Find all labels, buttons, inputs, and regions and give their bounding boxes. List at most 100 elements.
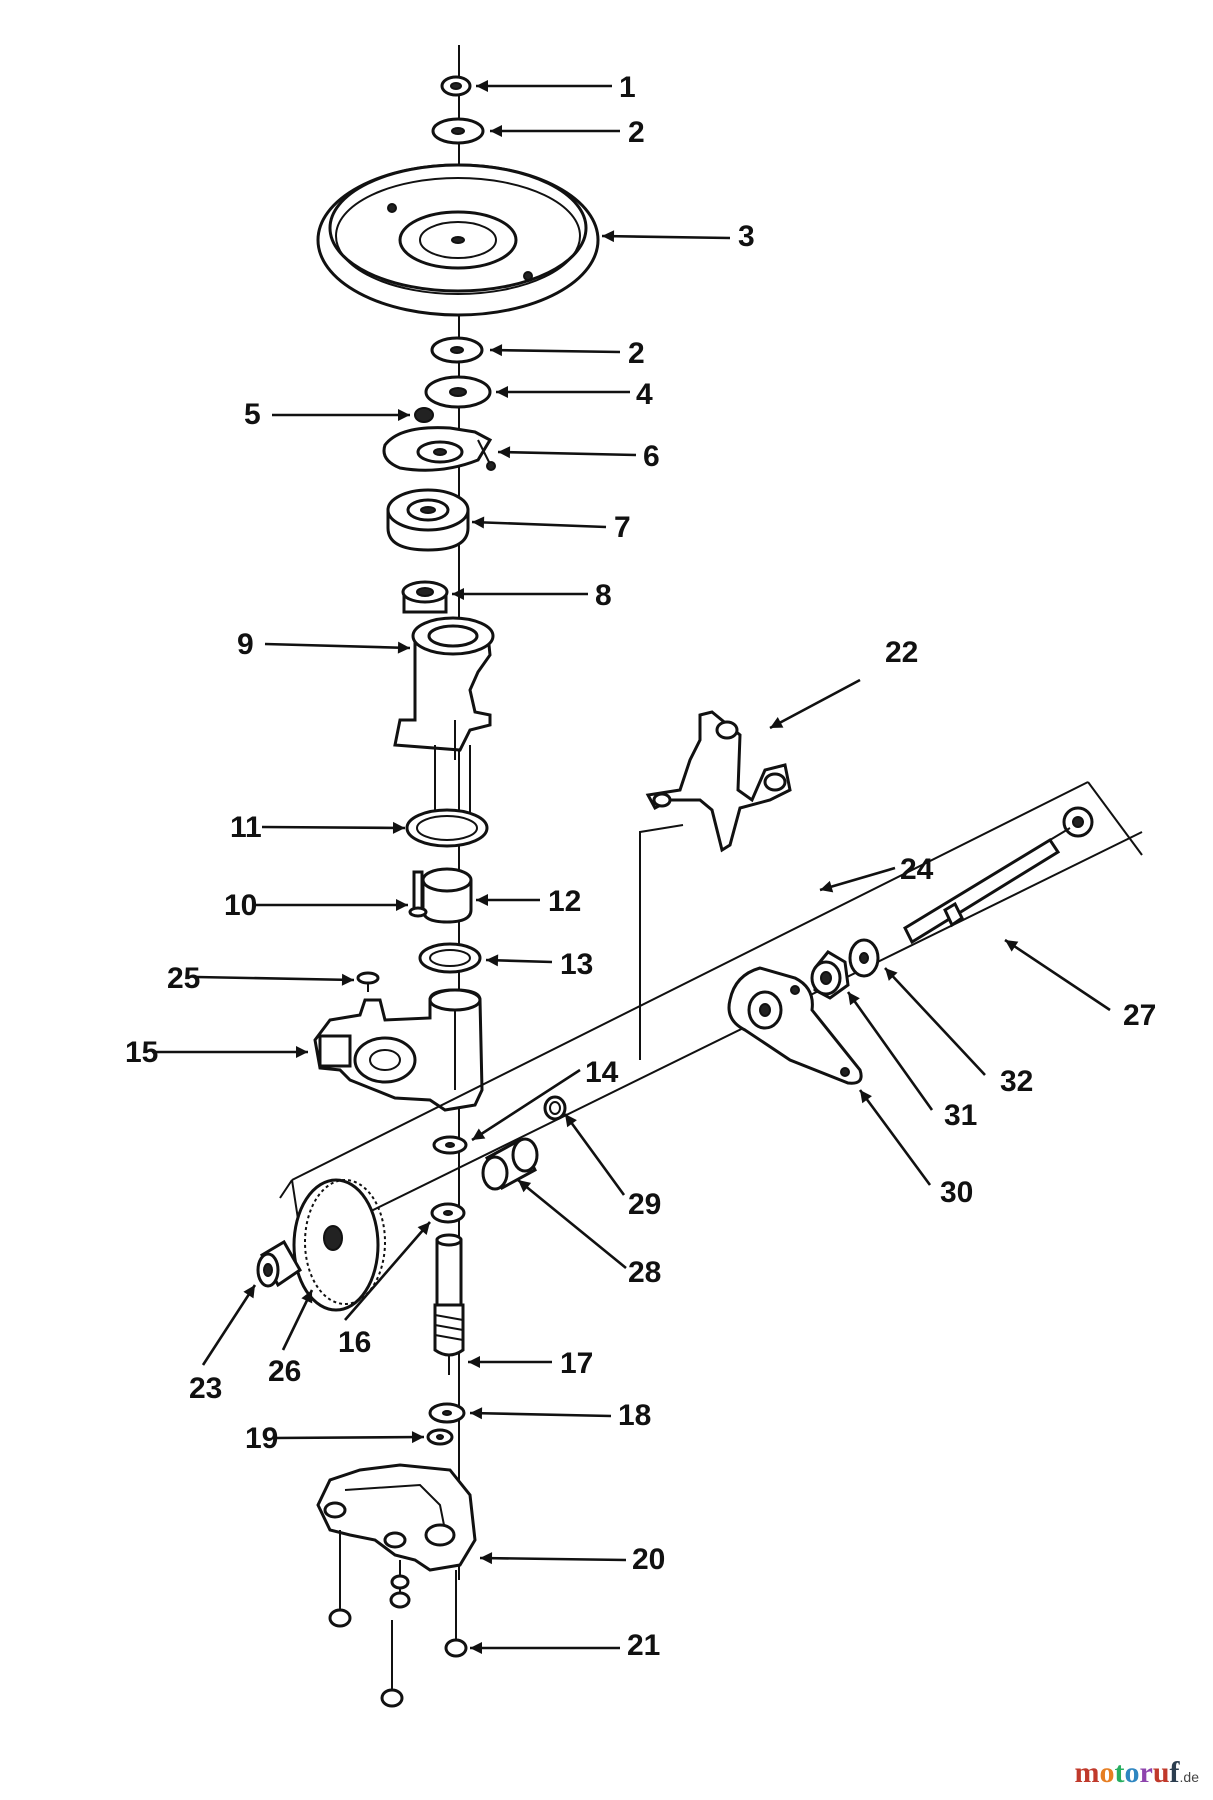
callout-labels: 1 2 3 2 4 5 6 7 8 9 22 11 24 10 12 25 13…	[125, 71, 1156, 1662]
watermark-f: f	[1169, 1756, 1180, 1789]
callout-24: 24	[900, 853, 934, 886]
leader-arrowhead-10	[770, 717, 784, 728]
callout-30: 30	[940, 1176, 973, 1209]
callout-13: 13	[560, 948, 593, 981]
leader-arrowhead-20	[472, 1128, 486, 1140]
leader-line-10	[769, 678, 861, 730]
part-17-worm-shaft	[433, 1233, 465, 1375]
part-22-mounting-bracket	[645, 710, 792, 853]
part-12-sleeve	[421, 867, 473, 924]
part-23-bushing	[256, 1239, 302, 1288]
callout-12: 12	[548, 885, 581, 918]
leader-arrowhead-30	[411, 1431, 424, 1444]
part-1-nut	[440, 75, 472, 97]
leader-line-15	[195, 975, 355, 982]
callout-15: 15	[125, 1036, 158, 1069]
callout-5: 5	[244, 398, 261, 431]
part-14-washer	[432, 1135, 468, 1155]
callout-9: 9	[237, 628, 254, 661]
leader-arrowhead-7	[472, 516, 485, 529]
watermark-m: m	[1074, 1756, 1100, 1789]
leader-line-12	[819, 866, 896, 892]
callout-32: 32	[1000, 1065, 1033, 1098]
callout-21: 21	[627, 1629, 660, 1662]
callout-2-bottom: 2	[628, 337, 645, 370]
part-11-spring-clip	[405, 808, 489, 848]
callout-14: 14	[585, 1056, 619, 1089]
leader-arrowhead-22	[565, 1114, 577, 1128]
callout-29: 29	[628, 1188, 661, 1221]
part-27-shaft	[903, 837, 1061, 945]
leader-arrowhead-11	[392, 821, 405, 834]
part-2-washer-top	[431, 117, 485, 145]
part-18-washer	[428, 1402, 466, 1424]
leader-arrowhead-15	[341, 973, 354, 986]
part-13-o-ring	[418, 942, 482, 974]
vertical-tube	[434, 745, 471, 815]
part-20-housing-cover	[316, 1463, 477, 1572]
leader-line-11	[261, 825, 406, 830]
leader-arrowhead-5	[398, 409, 410, 421]
leader-arrowhead-19	[885, 968, 898, 981]
leader-line-25	[344, 1221, 431, 1321]
part-4-washer	[424, 375, 492, 409]
leader-arrowhead-31	[480, 1552, 493, 1565]
leader-arrowhead-2	[602, 230, 615, 243]
callout-20: 20	[632, 1543, 665, 1576]
part-24-axle-tube	[279, 781, 1143, 1246]
watermark-t: t	[1114, 1756, 1125, 1789]
leader-arrowhead-12	[820, 880, 834, 893]
callout-17: 17	[560, 1347, 593, 1380]
watermark-o1: o	[1099, 1756, 1115, 1789]
callout-4: 4	[636, 378, 653, 411]
leader-arrowhead-16	[486, 954, 499, 967]
callout-18: 18	[618, 1399, 651, 1432]
part-2-washer-bottom	[430, 336, 484, 364]
callout-6: 6	[643, 440, 660, 473]
leader-arrowhead-6	[498, 446, 511, 459]
leader-line-3	[489, 348, 621, 354]
callout-27: 27	[1123, 999, 1156, 1032]
leader-line-6	[497, 450, 637, 457]
leader-arrowhead-4	[496, 386, 508, 398]
part-29-ring	[543, 1095, 567, 1121]
leader-arrowhead-29	[470, 1407, 483, 1420]
callout-8: 8	[595, 579, 612, 612]
leader-line-7	[471, 520, 607, 529]
part-24-sprocket	[1049, 806, 1094, 841]
leader-arrowhead-1	[490, 125, 502, 137]
bracket-leader	[639, 824, 684, 1060]
part-9-idler-arm	[393, 616, 495, 760]
part-16-washer	[430, 1202, 466, 1224]
leader-arrowhead-27	[301, 1290, 313, 1304]
callout-2-top: 2	[628, 116, 645, 149]
part-32-washer	[848, 938, 880, 978]
part-21-bolts	[328, 1530, 468, 1708]
leader-line-19	[884, 967, 986, 1076]
part-28-bushing	[481, 1137, 539, 1191]
callout-19: 19	[245, 1422, 278, 1455]
leader-arrowhead-24	[518, 1180, 532, 1193]
leader-arrowhead-28	[468, 1356, 480, 1368]
leader-line-17	[1004, 938, 1111, 1012]
leader-arrowhead-14	[476, 894, 488, 906]
leader-line-29	[469, 1411, 612, 1418]
leader-arrowhead-9	[397, 641, 410, 654]
part-15-gear-housing	[313, 988, 484, 1112]
callout-1: 1	[619, 71, 636, 104]
part-30-plate	[727, 966, 863, 1085]
leader-line-21	[846, 991, 934, 1111]
part-6-bracket-plate	[382, 426, 496, 472]
part-25-screw	[356, 971, 380, 992]
leader-arrowhead-25	[417, 1222, 430, 1235]
callout-25: 25	[167, 962, 200, 995]
part-19-washer	[426, 1428, 454, 1446]
watermark-logo: motoruf.de	[1075, 1756, 1199, 1790]
callout-16-upper: 16	[338, 1326, 371, 1359]
watermark-suffix: .de	[1179, 1769, 1199, 1785]
part-3-pulley	[316, 163, 600, 317]
part-5-nut	[414, 407, 434, 423]
leader-lines	[152, 80, 1111, 1654]
leader-line-30	[271, 1435, 425, 1440]
